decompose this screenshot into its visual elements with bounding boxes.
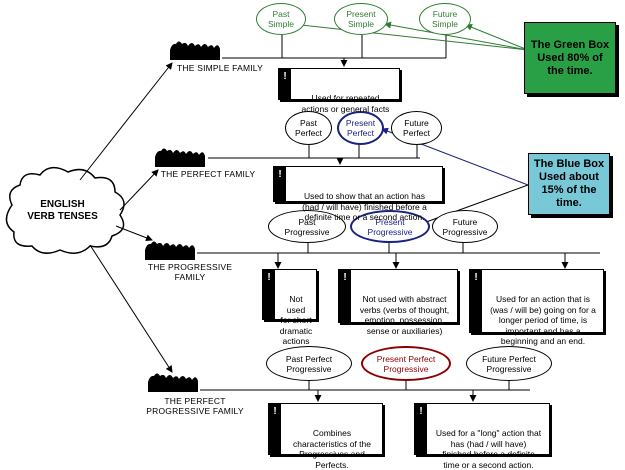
note-progressive-2-text: Not used with abstract verbs (verbs of t… [359, 294, 450, 336]
note-progressive-1-text: Not used for short dramatic actions [279, 294, 313, 346]
tense-present-perfect-progressive: Present Perfect Progressive [361, 346, 451, 381]
exclamation-icon: ! [263, 270, 275, 319]
exclamation-icon: ! [279, 69, 291, 99]
family-perfect-progressive-label: THE PERFECT PROGRESSIVE FAMILY [146, 396, 244, 416]
note-perfect: ! Used to show that an action has (had /… [273, 166, 443, 222]
exclamation-icon: ! [415, 404, 427, 454]
note-progressive-2: ! Not used with abstract verbs (verbs of… [338, 269, 458, 336]
family-perfect-label: THE PERFECT FAMILY [160, 169, 256, 179]
people-silhouette-icon [155, 148, 205, 167]
tense-past-perfect-progressive: Past Perfect Progressive [266, 346, 352, 381]
tense-present-perfect: Present Perfect [337, 111, 384, 145]
exclamation-icon: ! [269, 404, 281, 454]
note-progressive-3-text: Used for an action that is (was / will b… [490, 294, 596, 346]
people-silhouette-icon [148, 373, 198, 392]
people-silhouette-icon [170, 41, 220, 60]
family-simple-label: THE SIMPLE FAMILY [177, 63, 263, 73]
note-progressive-1: ! Not used for short dramatic actions [262, 269, 317, 346]
callout-blue-box: The Blue Box Used about 15% of the time. [528, 153, 610, 215]
tense-future-perfect-progressive: Future Perfect Progressive [466, 346, 552, 381]
note-perfect-progressive-2: ! Used for a "long" action that has (had… [414, 403, 550, 470]
tense-past-simple: Past Simple [256, 3, 306, 35]
note-perfect-progressive-1-text: Combines characteristics of the Progress… [293, 428, 371, 470]
tense-present-simple: Present Simple [334, 3, 388, 35]
arrow-to-progressive [115, 225, 153, 242]
callout-green-box: The Green Box Used 80% of the time. [524, 22, 616, 94]
tense-past-progressive: Past Progressive [268, 210, 346, 243]
exclamation-icon: ! [274, 167, 286, 201]
center-label: ENGLISH VERB TENSES [27, 199, 98, 222]
note-simple-text: Used for repeated actions or general fac… [301, 93, 390, 114]
tense-future-perfect: Future Perfect [391, 111, 442, 145]
note-simple: ! Used for repeated actions or general f… [278, 68, 400, 114]
arrow-to-perfect-progressive [89, 244, 173, 373]
family-progressive-label: THE PROGRESSIVE FAMILY [147, 262, 233, 282]
note-perfect-progressive-1: ! Combines characteristics of the Progre… [268, 403, 383, 470]
tense-future-simple: Future Simple [419, 3, 471, 35]
exclamation-icon: ! [339, 270, 351, 322]
diagram-canvas [5, 21, 600, 402]
people-silhouette-icon [145, 241, 195, 260]
arrow-to-simple [79, 62, 173, 181]
arrow-to-perfect [119, 169, 159, 211]
exclamation-icon: ! [470, 270, 482, 332]
tense-present-progressive: Present Progressive [350, 210, 430, 243]
note-progressive-3: ! Used for an action that is (was / will… [469, 269, 604, 346]
note-perfect-text: Used to show that an action has (had / w… [302, 191, 427, 222]
tense-future-progressive: Future Progressive [432, 210, 498, 243]
tense-past-perfect: Past Perfect [285, 111, 332, 145]
center-cloud [5, 166, 125, 254]
note-perfect-progressive-2-text: Used for a "long" action that has (had /… [435, 428, 542, 470]
